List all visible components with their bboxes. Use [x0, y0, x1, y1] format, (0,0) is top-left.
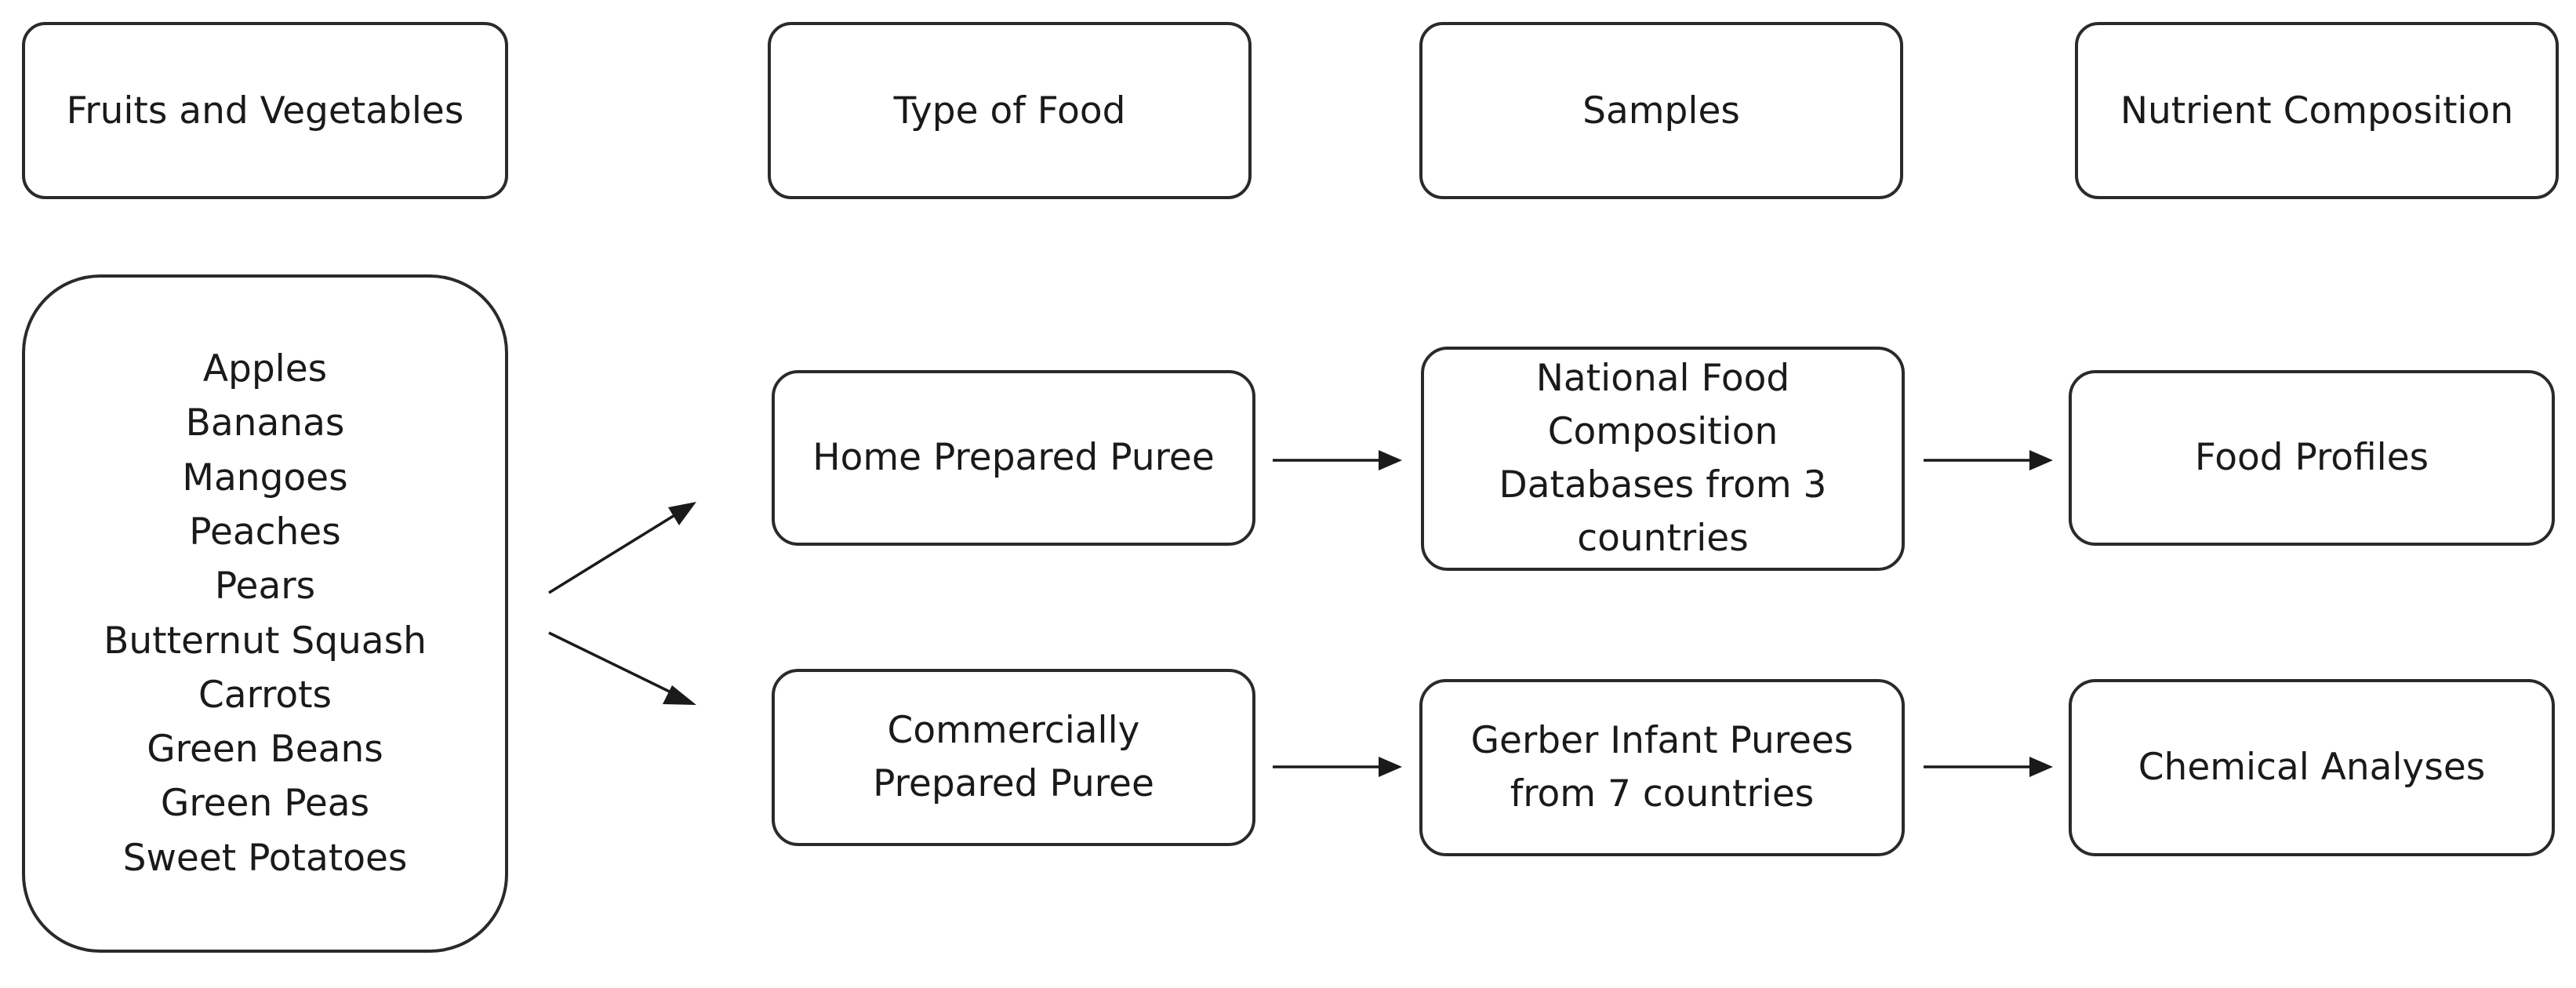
- arrow-list-to-commercial: [548, 631, 677, 696]
- header-fruits-and-vegetables: Fruits and Vegetables: [22, 22, 508, 199]
- list-item: Green Peas: [160, 782, 370, 826]
- list-item: Peaches: [189, 510, 341, 554]
- list-item: Carrots: [198, 673, 332, 717]
- arrowhead-icon: [668, 502, 696, 525]
- arrowhead-icon: [2029, 757, 2053, 777]
- node-label: Food Profiles: [2194, 436, 2429, 479]
- arrowhead-icon: [1379, 450, 1402, 470]
- node-label: Chemical Analyses: [2138, 746, 2486, 789]
- food-profiles-box: Food Profiles: [2069, 370, 2555, 546]
- list-item: Bananas: [185, 401, 345, 445]
- fruits-vegetables-list: Apples Bananas Mangoes Peaches Pears But…: [22, 274, 508, 953]
- commercially-prepared-puree-box: Commercially Prepared Puree: [772, 669, 1255, 846]
- list-item: Apples: [202, 347, 328, 391]
- header-label: Nutrient Composition: [2120, 89, 2514, 133]
- arrow-list-to-home: [548, 513, 677, 594]
- list-item: Mangoes: [182, 456, 348, 499]
- list-item: Sweet Potatoes: [122, 836, 408, 880]
- list-item: Pears: [214, 565, 316, 608]
- arrowhead-icon: [663, 685, 696, 705]
- header-label: Type of Food: [893, 89, 1126, 133]
- header-nutrient-composition: Nutrient Composition: [2075, 22, 2559, 199]
- chemical-analyses-box: Chemical Analyses: [2069, 679, 2555, 856]
- arrowhead-icon: [1379, 757, 1402, 777]
- arrowhead-icon: [2029, 450, 2053, 470]
- node-label: Home Prepared Puree: [812, 436, 1215, 479]
- gerber-infant-purees-box: Gerber Infant Purees from 7 countries: [1419, 679, 1905, 856]
- list-item: Green Beans: [147, 728, 383, 772]
- food-items: Apples Bananas Mangoes Peaches Pears But…: [104, 342, 427, 885]
- national-food-composition-box: National Food Composition Databases from…: [1421, 347, 1905, 571]
- list-item: Butternut Squash: [104, 619, 427, 663]
- home-prepared-puree-box: Home Prepared Puree: [772, 370, 1255, 546]
- node-label: Gerber Infant Purees from 7 countries: [1470, 719, 1854, 815]
- node-label: Commercially Prepared Puree: [873, 709, 1154, 805]
- header-label: Samples: [1582, 89, 1740, 133]
- header-samples: Samples: [1419, 22, 1903, 199]
- header-type-of-food: Type of Food: [768, 22, 1252, 199]
- header-label: Fruits and Vegetables: [66, 89, 464, 133]
- node-label: National Food Composition Databases from…: [1499, 357, 1827, 560]
